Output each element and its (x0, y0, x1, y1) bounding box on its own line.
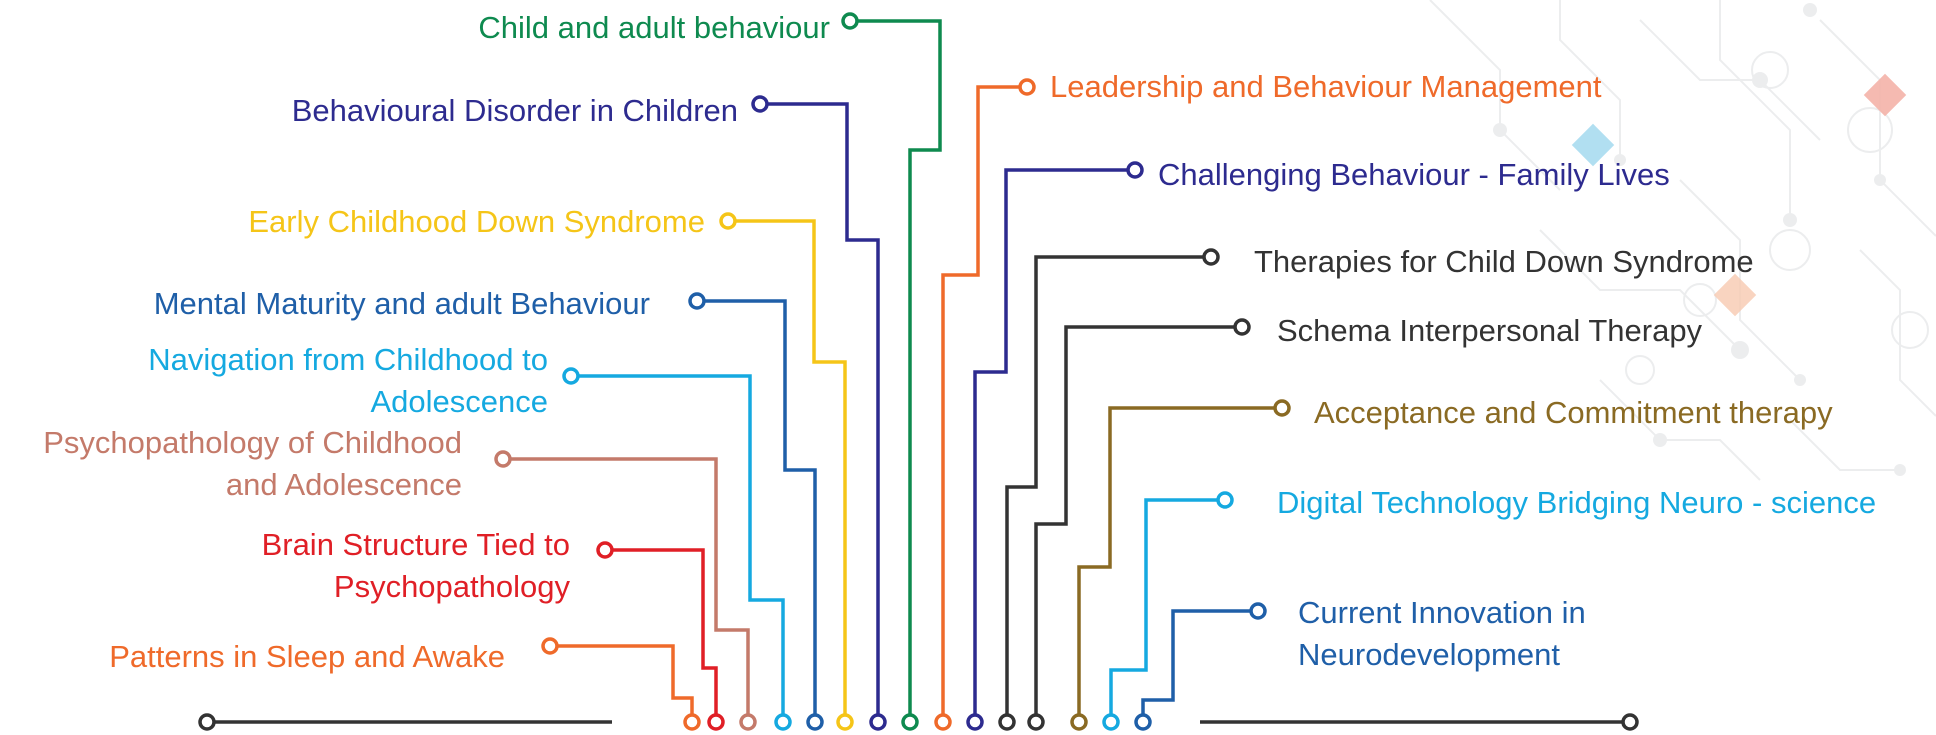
topic-label-challenging-behaviour[interactable]: Challenging Behaviour - Family Lives (1158, 157, 1670, 192)
topic-node-leadership (1018, 78, 1036, 96)
topic-node-mental-maturity (688, 292, 706, 310)
connector-early-childhood-down (733, 219, 847, 722)
connector-behavioural-disorder (765, 102, 880, 722)
baseline-node-therapies-down (998, 713, 1016, 731)
topic-node-acceptance-commitment (1273, 399, 1291, 417)
baseline-node-behavioural-disorder (869, 713, 887, 731)
topic-label-psychopathology-childhood[interactable]: Psychopathology of Childhood (43, 425, 462, 460)
baseline-node-navigation-childhood (774, 713, 792, 731)
connector-current-innovation (1141, 609, 1253, 722)
topic-label-therapies-down[interactable]: Therapies for Child Down Syndrome (1254, 244, 1754, 279)
connector-digital-technology (1109, 498, 1220, 722)
topic-label-child-adult[interactable]: Child and adult behaviour (478, 10, 830, 45)
connector-brain-structure (610, 548, 718, 722)
baseline-node-psychopathology-childhood (739, 713, 757, 731)
topic-node-navigation-childhood (562, 367, 580, 385)
baseline-node-acceptance-commitment (1070, 713, 1088, 731)
topic-node-therapies-down (1202, 248, 1220, 266)
baseline-node-leadership (934, 713, 952, 731)
connector-mental-maturity (702, 299, 817, 722)
topic-node-current-innovation (1249, 602, 1267, 620)
topic-label-navigation-childhood[interactable]: Adolescence (370, 384, 548, 419)
baseline-node-brain-structure (707, 713, 725, 731)
connector-challenging-behaviour (973, 168, 1130, 722)
topic-node-patterns-sleep (541, 637, 559, 655)
topic-label-leadership[interactable]: Leadership and Behaviour Management (1050, 69, 1602, 104)
topic-node-challenging-behaviour (1126, 161, 1144, 179)
connector-therapies-down (1005, 255, 1206, 722)
baseline-node-mental-maturity (806, 713, 824, 731)
connector-child-adult (857, 19, 942, 722)
topic-label-current-innovation[interactable]: Current Innovation in (1298, 595, 1586, 630)
topic-label-brain-structure[interactable]: Psychopathology (334, 569, 571, 604)
topic-node-brain-structure (596, 541, 614, 559)
topic-label-brain-structure[interactable]: Brain Structure Tied to (262, 527, 570, 562)
topic-node-early-childhood-down (719, 212, 737, 230)
topic-label-acceptance-commitment[interactable]: Acceptance and Commitment therapy (1314, 395, 1833, 430)
baseline-right-end-node (1621, 713, 1639, 731)
baseline-node-current-innovation (1134, 713, 1152, 731)
topic-label-psychopathology-childhood[interactable]: and Adolescence (226, 467, 462, 502)
baseline-node-patterns-sleep (683, 713, 701, 731)
topic-label-early-childhood-down[interactable]: Early Childhood Down Syndrome (248, 204, 705, 239)
baseline-left-end-node (198, 713, 216, 731)
topic-node-digital-technology (1216, 491, 1234, 509)
topic-label-digital-technology[interactable]: Digital Technology Bridging Neuro - scie… (1277, 485, 1876, 520)
topic-node-schema-therapy (1233, 318, 1251, 336)
baseline-node-early-childhood-down (836, 713, 854, 731)
topic-label-schema-therapy[interactable]: Schema Interpersonal Therapy (1277, 313, 1703, 348)
baseline-node-digital-technology (1102, 713, 1120, 731)
connector-acceptance-commitment (1077, 406, 1277, 722)
baseline-node-child-adult (901, 713, 919, 731)
topic-label-patterns-sleep[interactable]: Patterns in Sleep and Awake (109, 639, 505, 674)
topic-label-behavioural-disorder[interactable]: Behavioural Disorder in Children (292, 93, 738, 128)
topic-label-mental-maturity[interactable]: Mental Maturity and adult Behaviour (154, 286, 650, 321)
topic-label-current-innovation[interactable]: Neurodevelopment (1298, 637, 1560, 672)
baseline-node-challenging-behaviour (966, 713, 984, 731)
topic-label-navigation-childhood[interactable]: Navigation from Childhood to (148, 342, 548, 377)
connector-schema-therapy (1034, 325, 1237, 722)
topic-node-behavioural-disorder (751, 95, 769, 113)
connector-leadership (941, 85, 1022, 722)
topic-node-child-adult (841, 12, 859, 30)
connector-navigation-childhood (576, 374, 785, 722)
topic-node-psychopathology-childhood (494, 450, 512, 468)
connector-patterns-sleep (555, 644, 694, 722)
connector-psychopathology-childhood (508, 457, 750, 722)
baseline-node-schema-therapy (1027, 713, 1045, 731)
